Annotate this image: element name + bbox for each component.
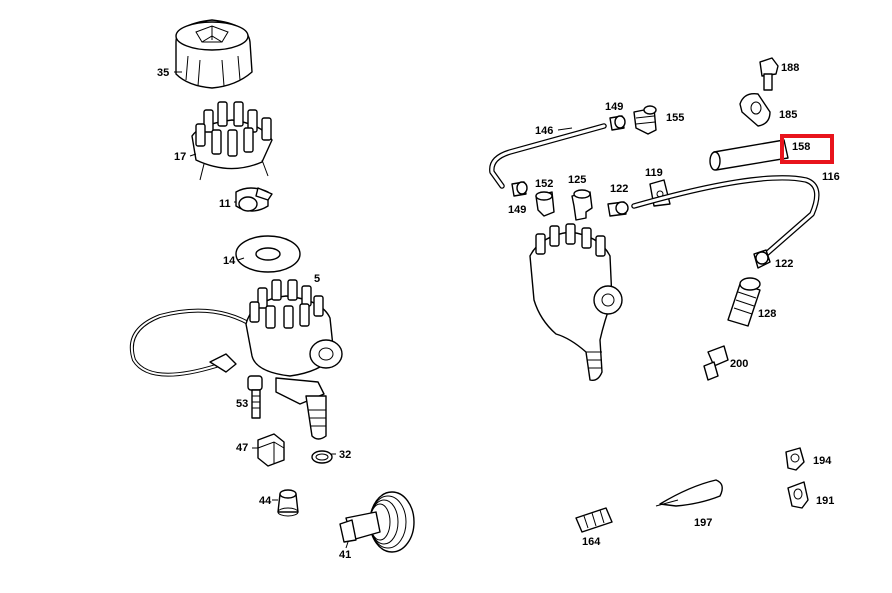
part-116-line[interactable] bbox=[631, 175, 820, 259]
label-194: 194 bbox=[813, 455, 832, 467]
part-152-cap[interactable] bbox=[535, 191, 555, 217]
part-200-connector[interactable] bbox=[703, 345, 729, 381]
label-119: 119 bbox=[645, 167, 663, 179]
part-146-hose[interactable] bbox=[489, 123, 607, 189]
distributor-body-center[interactable] bbox=[529, 223, 623, 382]
part-191-clip[interactable] bbox=[787, 481, 809, 509]
part-122-fitting-top[interactable] bbox=[607, 201, 629, 217]
label-14: 14 bbox=[223, 255, 236, 267]
part-188-bolt[interactable] bbox=[759, 57, 779, 91]
part-17-distributor-cap[interactable] bbox=[191, 101, 273, 181]
label-149-bottom: 149 bbox=[508, 204, 526, 216]
part-155-elbow[interactable] bbox=[633, 105, 657, 135]
part-47-clamp[interactable] bbox=[257, 433, 285, 467]
label-155: 155 bbox=[666, 112, 684, 124]
label-44: 44 bbox=[259, 495, 272, 507]
part-44-bushing[interactable] bbox=[277, 489, 299, 517]
part-149-fitting-bottom[interactable] bbox=[511, 181, 528, 197]
part-32-o-ring[interactable] bbox=[311, 450, 333, 464]
label-146: 146 bbox=[535, 125, 553, 137]
label-149-top: 149 bbox=[605, 101, 623, 113]
part-158-hose[interactable] bbox=[709, 139, 789, 171]
label-5: 5 bbox=[314, 273, 320, 285]
part-53-bolt[interactable] bbox=[247, 375, 263, 419]
label-32: 32 bbox=[339, 449, 351, 461]
part-35-cap-cover[interactable] bbox=[175, 19, 253, 89]
part-122-fitting-right[interactable] bbox=[753, 249, 771, 269]
label-200: 200 bbox=[730, 358, 748, 370]
label-53: 53 bbox=[236, 398, 248, 410]
label-128: 128 bbox=[758, 308, 776, 320]
part-41-pulley[interactable] bbox=[339, 491, 415, 553]
label-122-right: 122 bbox=[775, 258, 793, 270]
label-197: 197 bbox=[694, 517, 712, 529]
part-194-clip[interactable] bbox=[785, 447, 805, 471]
part-5-distributor[interactable] bbox=[129, 279, 343, 440]
part-11-rotor[interactable] bbox=[235, 187, 273, 212]
part-labels: 35 17 11 14 5 53 47 32 44 41 146 149 155… bbox=[157, 62, 840, 561]
label-185: 185 bbox=[779, 109, 797, 121]
label-158: 158 bbox=[792, 141, 810, 153]
label-116: 116 bbox=[822, 171, 840, 183]
label-125: 125 bbox=[568, 174, 586, 186]
label-191: 191 bbox=[816, 495, 834, 507]
label-35: 35 bbox=[157, 67, 169, 79]
label-17: 17 bbox=[174, 151, 186, 163]
label-188: 188 bbox=[781, 62, 799, 74]
part-149-fitting-top[interactable] bbox=[609, 115, 626, 131]
part-197-cable-tie[interactable] bbox=[655, 479, 723, 507]
label-47: 47 bbox=[236, 442, 248, 454]
part-14-dust-shield[interactable] bbox=[235, 235, 301, 273]
label-11: 11 bbox=[219, 198, 231, 210]
label-122-top: 122 bbox=[610, 183, 628, 195]
leader-lines bbox=[174, 71, 573, 549]
part-125-elbow[interactable] bbox=[571, 189, 593, 221]
part-128-boot[interactable] bbox=[727, 277, 761, 327]
label-164: 164 bbox=[582, 536, 601, 548]
label-152: 152 bbox=[535, 178, 553, 190]
label-41: 41 bbox=[339, 549, 351, 561]
part-164-connector[interactable] bbox=[575, 507, 613, 533]
highlight-box-158 bbox=[780, 134, 834, 164]
part-185-clip[interactable] bbox=[739, 93, 771, 127]
